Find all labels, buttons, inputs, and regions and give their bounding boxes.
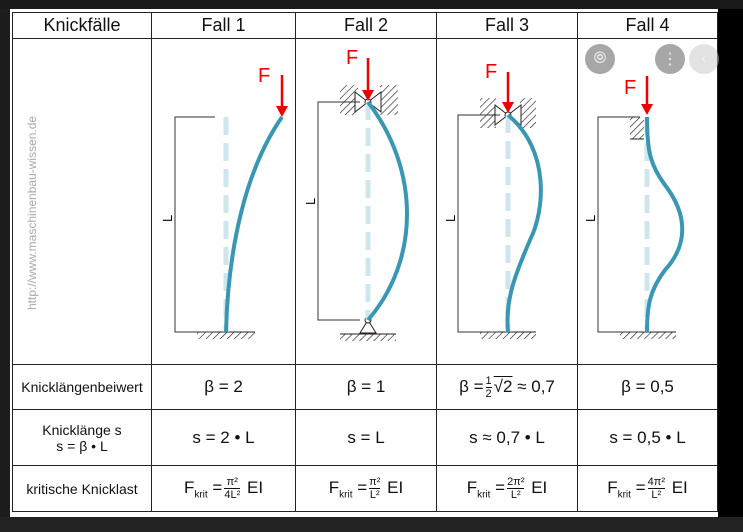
length-label: L: [583, 215, 598, 222]
top-bar: [0, 0, 743, 9]
force-label: F: [258, 65, 270, 87]
s-fall-3: s ≈ 0,7 • L: [436, 409, 578, 466]
lens-icon: ⦾: [593, 50, 607, 67]
beta-fall-1: β = 2: [151, 364, 296, 410]
s-fall-1: s = 2 • L: [151, 409, 296, 466]
length-label: L: [443, 215, 458, 222]
fall-2-diagram: L F: [303, 47, 409, 341]
fall-1-diagram: L F: [160, 65, 288, 339]
prev-button[interactable]: ‹: [689, 44, 719, 74]
fkrit-label: kritische Knicklast: [12, 465, 152, 512]
force-label: F: [624, 77, 636, 99]
header-fall-4: Fall 4: [577, 12, 718, 39]
force-label: F: [485, 61, 497, 83]
fall-4-diagram: L F: [583, 76, 685, 339]
fall-3-diagram: L F: [443, 61, 543, 339]
chevron-left-icon: ‹: [701, 50, 707, 67]
buckling-cases-table: Knickfälle Fall 1 Fall 2 Fall 3 Fall 4 K…: [12, 12, 718, 512]
right-bar: [718, 9, 743, 517]
length-label: L: [160, 215, 175, 222]
watermark: http://www.maschinenbau-wissen.de: [25, 116, 39, 310]
length-label: L: [303, 198, 318, 205]
more-button[interactable]: ⋮: [655, 44, 685, 74]
s-fall-4: s = 0,5 • L: [577, 409, 718, 466]
header-fall-2: Fall 2: [295, 12, 437, 39]
more-icon: ⋮: [662, 51, 678, 68]
bottom-bar: [0, 517, 743, 532]
lens-button[interactable]: ⦾: [585, 44, 615, 74]
header-knickfaelle: Knickfälle: [12, 12, 152, 39]
force-label: F: [346, 47, 358, 69]
header-fall-3: Fall 3: [436, 12, 578, 39]
